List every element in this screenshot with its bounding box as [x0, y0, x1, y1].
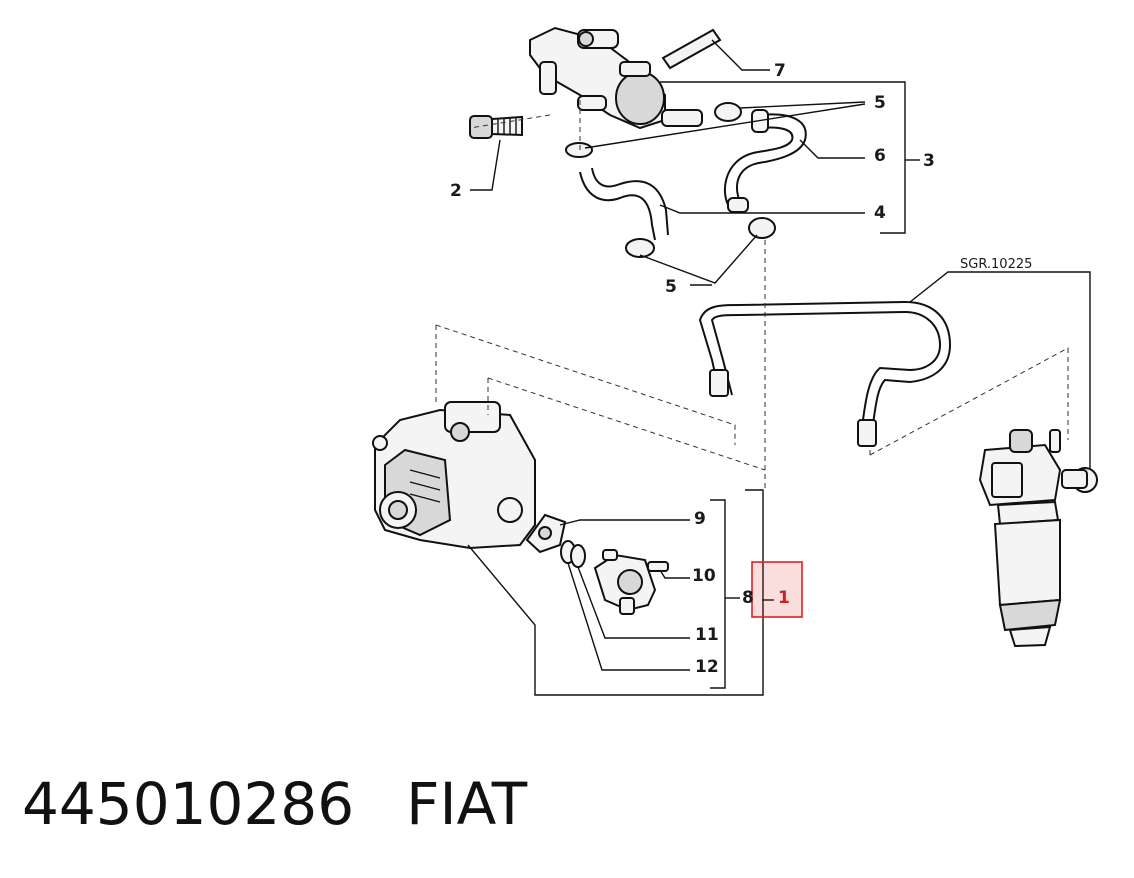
callout-10: 10	[692, 566, 716, 586]
callout-3: 3	[923, 151, 935, 171]
small-tube-part-7	[661, 28, 722, 70]
regulator-valve	[593, 549, 657, 615]
fuel-line-pipe	[698, 300, 952, 447]
bolt-part-2	[469, 115, 523, 139]
callout-5-top: 5	[874, 93, 886, 113]
reference-label-sgr: SGR.10225	[960, 257, 1032, 272]
high-pressure-pump	[372, 401, 536, 550]
fuel-filter-assembly	[978, 429, 1098, 648]
callout-5-bottom: 5	[665, 277, 677, 297]
gasket-part-9	[525, 513, 567, 554]
assembly-dash-lines	[435, 100, 1069, 490]
o-rings-part-11-12	[560, 540, 586, 568]
hose-part-4	[579, 167, 669, 241]
callout-11: 11	[695, 625, 719, 645]
brand-name: FIAT	[406, 770, 528, 838]
fuel-fitting-housing	[529, 26, 703, 130]
callout-1: 1	[778, 588, 790, 608]
callout-12: 12	[695, 657, 719, 677]
hose-part-6	[724, 109, 807, 213]
callout-7: 7	[774, 61, 786, 81]
part-number: 445010286	[22, 770, 355, 838]
callout-9: 9	[694, 509, 706, 529]
part-caption: 445010286 FIAT	[22, 770, 527, 840]
screw-part-10	[647, 561, 669, 572]
highlight-box-part-1	[751, 561, 803, 618]
callout-6: 6	[874, 146, 886, 166]
hose-clamps-part-5	[565, 102, 776, 258]
callout-8: 8	[742, 588, 754, 608]
leader-lines	[467, 39, 1091, 696]
callout-4: 4	[874, 203, 886, 223]
callout-2: 2	[450, 181, 462, 201]
